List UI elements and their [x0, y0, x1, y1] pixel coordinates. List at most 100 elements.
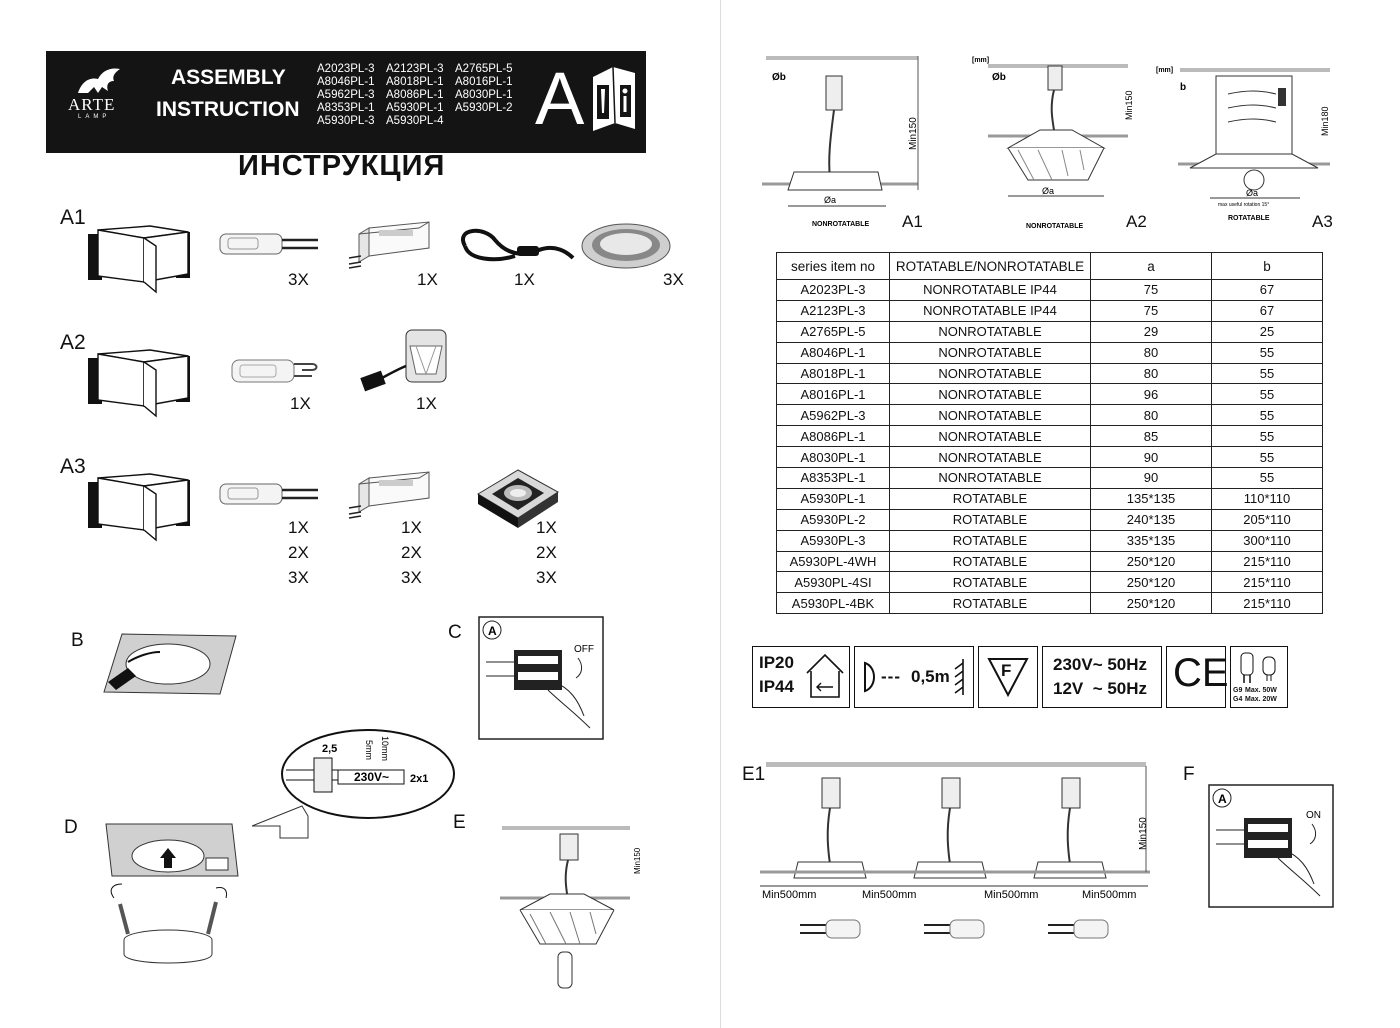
model-code: A5930PL-1 [386, 102, 444, 114]
table-cell: 55 [1211, 467, 1323, 489]
lamp-type-box: G9 Max. 50W G4 Max. 20W [1230, 646, 1288, 708]
max20-label: Max. 20W [1245, 696, 1277, 703]
halogen-bulb-icon [219, 233, 318, 255]
table-header-row: series item no ROTATABLE/NONROTATABLE a … [776, 252, 1323, 280]
table-cell: ROTATABLE [889, 550, 1091, 573]
column-header: a [1090, 252, 1212, 280]
spacing-label: Min500mm [1082, 889, 1136, 901]
qty-a1-driver: 1X [417, 270, 438, 289]
table-cell: 55 [1211, 341, 1323, 364]
step-label-c: C [448, 622, 462, 643]
wall-hatch-icon [954, 659, 964, 695]
table-cell: A8030PL-1 [776, 446, 890, 469]
crystal-fixture-icon [360, 329, 447, 392]
page-divider [720, 0, 721, 1028]
figure-a1: Øb Min150 Øa NONROTATABLE [762, 56, 919, 228]
g9-g4-bulb-icon [1240, 652, 1276, 683]
table-cell: 205*110 [1211, 508, 1323, 531]
table-cell: 80 [1090, 404, 1212, 427]
model-codes: A2023PL-3 A2123PL-3 A2765PL-5 A8046PL-1 … [317, 63, 524, 127]
qty-a2-lamp: 1X [290, 394, 311, 413]
column-header: b [1211, 252, 1323, 280]
model-code: A2023PL-3 [317, 63, 375, 75]
halogen-bulb-icon [219, 483, 318, 505]
halogen-bulb-icon [800, 919, 861, 939]
installed-fixture-diagram: Min150 [500, 826, 642, 989]
table-cell: 55 [1211, 446, 1323, 469]
table-cell: A2023PL-3 [776, 279, 890, 301]
model-code: A8046PL-1 [317, 76, 375, 88]
spotlight-distance-icon [864, 661, 875, 693]
qty-a3-lamp-3: 3X [288, 568, 309, 587]
table-cell: NONROTATABLE [889, 404, 1091, 427]
table-cell: 90 [1090, 467, 1212, 489]
qty-a3-fixture-2: 2X [536, 543, 557, 562]
figure-a3: [mm] b Min180 Øa max useful rotation 15°… [1156, 67, 1330, 222]
table-cell: A5930PL-4SI [776, 571, 890, 594]
flammable-box: F [978, 646, 1038, 708]
model-code: A8353PL-1 [317, 102, 375, 114]
mounting-diagram [105, 823, 239, 964]
ceiling-cutout-icon [103, 633, 237, 695]
qty-a1-cable: 1X [514, 270, 535, 289]
flammable-label: F [1001, 661, 1012, 680]
distance-dashes: --- [881, 667, 901, 686]
recessed-spotlight-icon [581, 223, 671, 269]
length-10mm: 10mm [380, 736, 390, 761]
big-letter-a: A [535, 57, 585, 140]
dim-min150: Min150 [908, 117, 919, 150]
label-phi-a: Øa [824, 195, 836, 205]
spacing-diagram: Min150 Min500mm Min500mm Min500mm Min500… [760, 762, 1150, 939]
table-cell: ROTATABLE [889, 571, 1091, 594]
title-line2: INSTRUCTION [156, 98, 300, 121]
table-cell: 25 [1211, 320, 1323, 343]
dim-min150: Min150 [1124, 90, 1134, 120]
voltage-label: 230V~ [354, 770, 389, 784]
table-cell: NONROTATABLE [889, 341, 1091, 364]
ip44-label: IP44 [759, 677, 794, 696]
qty-a1-fixture: 3X [663, 270, 684, 289]
model-code: A2123PL-3 [386, 63, 444, 75]
voltage-box: 230V~ 50Hz 12V ~ 50Hz [1042, 646, 1162, 708]
max50-label: Max. 50W [1245, 687, 1277, 694]
model-code: A8086PL-1 [386, 89, 444, 101]
qty-a3-lamp-1: 1X [288, 518, 309, 537]
on-label: ON [1306, 810, 1321, 821]
power-cable-icon [461, 228, 575, 262]
table-cell: 215*110 [1211, 592, 1323, 615]
ce-mark-icon: CE [1173, 651, 1229, 695]
table-cell: NONROTATABLE IP44 [889, 299, 1091, 322]
kit-label-a2: A2 [60, 331, 86, 354]
table-cell: NONROTATABLE [889, 383, 1091, 406]
house-icon [806, 653, 844, 698]
table-cell: NONROTATABLE [889, 446, 1091, 469]
box-icon [88, 473, 190, 542]
title-line1: ASSEMBLY [171, 66, 286, 89]
table-cell: A5962PL-3 [776, 404, 890, 427]
table-cell: A5930PL-4BK [776, 592, 890, 615]
label-phi-b: Øb [992, 72, 1006, 83]
kit-label-a3: A3 [60, 455, 86, 478]
label-nonrotatable: NONROTATABLE [812, 221, 869, 228]
table-cell: 29 [1090, 320, 1212, 343]
booklet-icon [593, 66, 635, 131]
table-cell: A5930PL-3 [776, 529, 890, 552]
voltage-12: 12V ~ 50Hz [1053, 679, 1148, 698]
table-cell: 67 [1211, 299, 1323, 322]
column-header: series item no [776, 252, 890, 280]
table-cell: 250*120 [1090, 571, 1212, 594]
dim-min150: Min150 [1138, 817, 1149, 850]
table-cell: ROTATABLE [889, 592, 1091, 615]
table-cell: 80 [1090, 341, 1212, 364]
qty-a3-fixture-1: 1X [536, 518, 557, 537]
table-cell: 135*135 [1090, 487, 1212, 510]
g9-bulb-icon [231, 359, 318, 383]
halogen-bulb-icon [1048, 919, 1109, 939]
table-cell: A8086PL-1 [776, 425, 890, 448]
